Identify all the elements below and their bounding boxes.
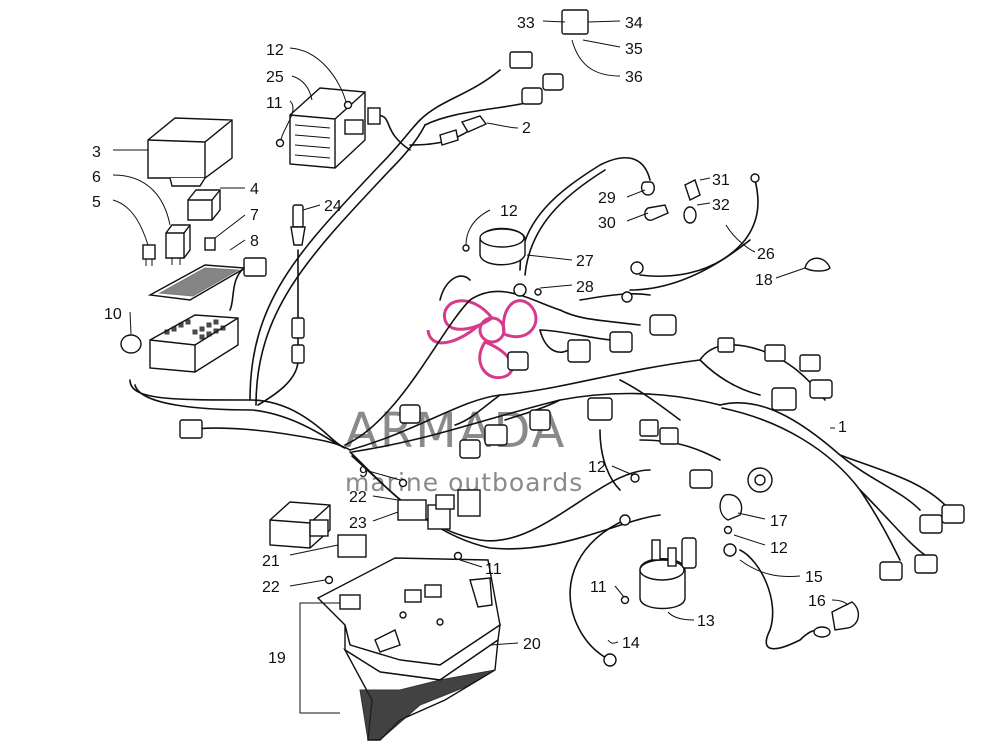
callout-28: 28 [576,279,594,296]
callout-31: 31 [712,172,730,189]
control-module-25 [289,87,381,169]
callout-9: 9 [359,464,368,481]
connectors-top [439,9,589,146]
callout-36: 36 [625,69,643,86]
screw-22b [324,575,334,585]
callout-18: 18 [755,272,773,289]
callout-11: 11 [485,561,502,578]
relay-4 [187,189,221,221]
callout-17: 17 [770,513,788,530]
callout-7: 7 [250,207,259,224]
harness-connectors [179,314,965,581]
callout-15: 15 [805,569,823,586]
cables [519,156,821,661]
relays-23 [337,489,481,558]
screw-12a [343,100,353,110]
starter-solenoid-13 [639,537,697,610]
callout-27: 27 [576,253,594,270]
callout-labels: 33 34 35 36 12 25 11 2 3 6 4 5 7 8 24 10… [92,15,847,667]
callout-11: 11 [266,95,283,112]
callout-2: 2 [522,120,531,137]
bracket-19 [299,602,340,714]
fuse-box-cover [147,117,233,187]
mounting-plate-19 [316,557,501,681]
callout-21: 21 [262,553,280,570]
fuse-block [149,314,239,373]
callout-14: 14 [622,635,640,652]
module-21 [269,501,331,549]
callout-29: 29 [598,190,616,207]
callout-12: 12 [770,540,788,557]
screw-12d [723,525,733,535]
terminals-29-32 [621,173,760,303]
clamp-18 [804,257,831,272]
callout-13: 13 [697,613,715,630]
callout-11: 11 [590,579,607,596]
callout-30: 30 [598,215,616,232]
shield-20 [343,638,499,741]
callout-22: 22 [262,579,280,596]
boot-17 [719,493,743,521]
callout-34: 34 [625,15,643,32]
callout-19: 19 [268,650,286,667]
fuse-5 [142,244,156,266]
callout-20: 20 [523,636,541,653]
watermark-logo-icon [426,299,538,380]
sensor-24 [290,204,306,364]
leader-lines [112,20,849,646]
clamp-10 [120,334,142,354]
screw-9 [398,478,408,488]
callout-25: 25 [266,69,284,86]
screw-12c [630,473,640,483]
relay-6 [165,224,191,265]
callout-12: 12 [588,459,606,476]
callout-33: 33 [517,15,535,32]
ignition-coil-27 [462,227,526,266]
callout-23: 23 [349,515,367,532]
circuit-board [147,257,267,311]
callout-16: 16 [808,593,826,610]
callout-1: 1 [838,419,847,436]
callout-4: 4 [250,181,259,198]
fuse-7 [204,237,216,251]
callout-8: 8 [250,233,259,250]
screw-11a [275,138,285,148]
callout-10: 10 [104,306,122,323]
callout-12: 12 [500,203,518,220]
callout-22: 22 [349,489,367,506]
callout-24: 24 [324,198,342,215]
screw-11b [453,551,463,561]
callout-12: 12 [266,42,284,59]
callout-6: 6 [92,169,101,186]
ground-cable-15-16 [603,514,859,667]
callout-3: 3 [92,144,101,161]
screw-11c [620,595,630,605]
callout-26: 26 [757,246,775,263]
callout-32: 32 [712,197,730,214]
main-harness [129,69,946,561]
callout-35: 35 [625,41,643,58]
cap-28 [513,283,542,297]
callout-5: 5 [92,194,101,211]
